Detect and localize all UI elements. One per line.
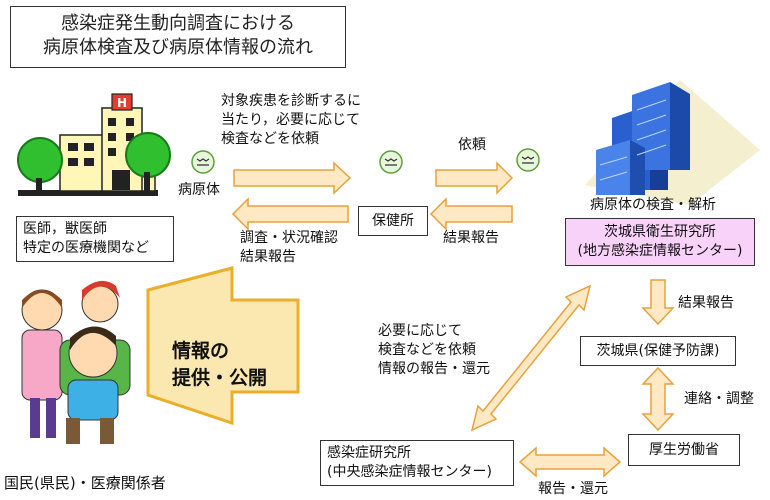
- box-prefectural-institute: 茨城県衛生研究所 (地方感染症情報センター): [565, 218, 755, 266]
- svg-text:H: H: [117, 96, 127, 110]
- arrow-niid-institute: [470, 284, 592, 432]
- box-doctor: 医師，獣医師 特定の医療機関など: [16, 216, 174, 262]
- label-pathogen: 病原体: [178, 182, 220, 198]
- box-prefecture: 茨城県(保健予防課): [580, 336, 736, 366]
- label-request: 依頼: [458, 137, 486, 153]
- label-result-report-2: 結果報告: [678, 295, 734, 311]
- arrow-niid-ministry: [518, 446, 622, 478]
- box-hokenjo: 保健所: [358, 206, 428, 236]
- arrow-institute-to-prefecture: [641, 279, 675, 326]
- people-icon: [21, 280, 131, 444]
- title-line-1: 感染症発生動向調査における: [61, 13, 295, 34]
- label-result-report: 結果報告: [443, 230, 499, 246]
- buildings-icon: [585, 80, 760, 205]
- request-description: 対象疾患を診断するに 当たり，必要に応じて 検査などを依頼: [221, 93, 361, 147]
- label-as-needed: 必要に応じて 検査などを依頼 情報の報告・還元: [378, 323, 490, 377]
- arrow-prefecture-ministry: [641, 366, 675, 432]
- label-report-return: 報告・還元: [538, 481, 608, 497]
- pathogen-icon: [379, 150, 403, 174]
- box-ministry: 厚生労働省: [628, 434, 740, 466]
- diagram-title: 感染症発生動向調査における 病原体検査及び病原体情報の流れ: [10, 6, 346, 68]
- label-liaison: 連絡・調整: [684, 391, 754, 407]
- hospital-icon: H: [17, 93, 171, 196]
- info-release-text: 情報の 提供・公開: [172, 340, 268, 389]
- label-citizens: 国民(県民)・医療関係者: [4, 474, 166, 492]
- info-release-arrow: [146, 266, 300, 426]
- label-pathogen-analysis: 病原体の検査・解析: [590, 197, 716, 213]
- title-line-2: 病原体検査及び病原体情報の流れ: [43, 37, 313, 58]
- arrow-institute-to-hokenjo: [429, 197, 513, 231]
- arrow-clinic-to-hokenjo: [233, 161, 352, 195]
- label-investigation: 調査・状況確認 結果報告: [240, 230, 338, 265]
- box-niid: 感染症研究所 (中央感染症情報センター): [320, 440, 514, 486]
- arrow-hokenjo-to-clinic: [231, 197, 349, 231]
- pathogen-icon: [516, 148, 540, 172]
- arrow-hokenjo-to-institute: [435, 161, 514, 195]
- pathogen-icon: [191, 150, 215, 174]
